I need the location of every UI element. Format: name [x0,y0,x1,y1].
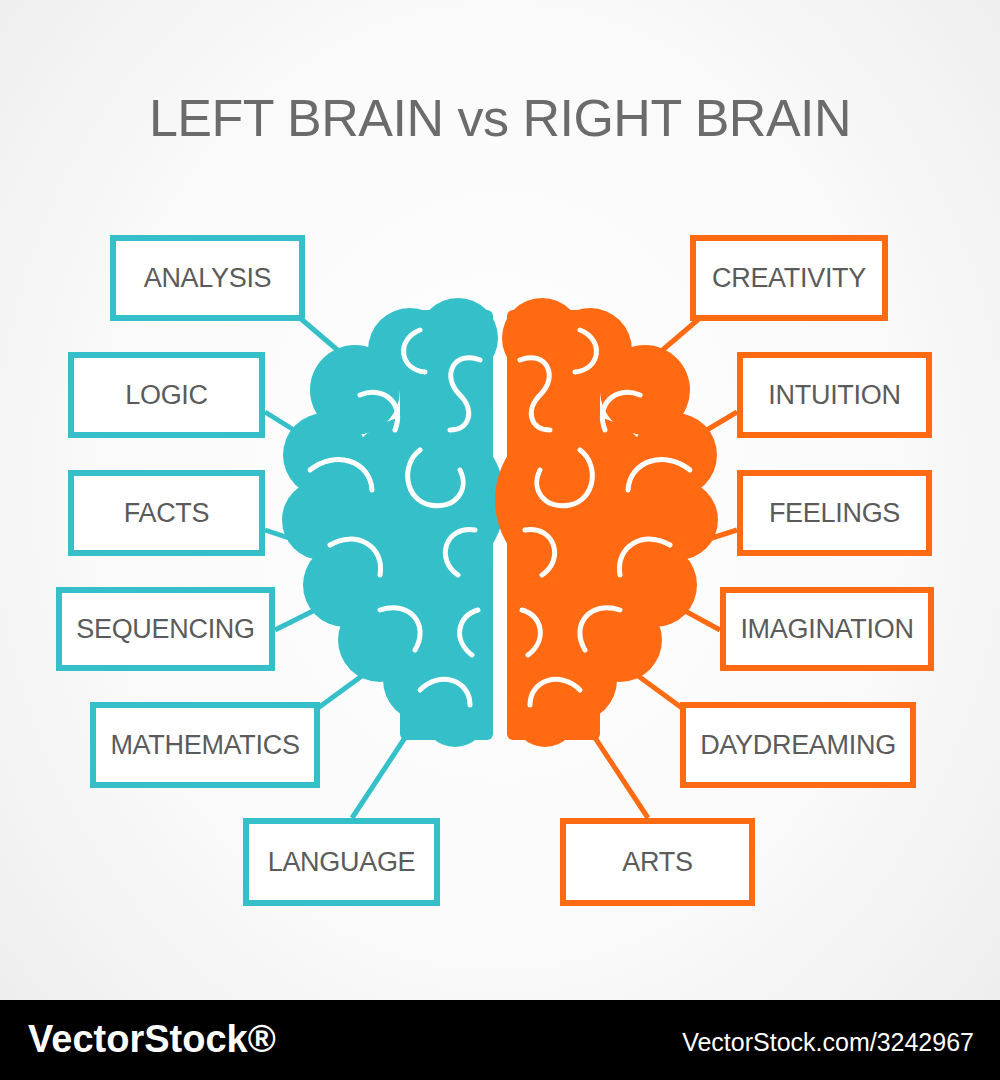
box-label: ANALYSIS [144,263,272,294]
label-box: FEELINGS [737,470,932,556]
label-box: SEQUENCING [56,587,275,671]
box-label: CREATIVITY [712,263,866,294]
label-box: ARTS [560,818,755,906]
title: LEFT BRAIN vs RIGHT BRAIN [0,88,1000,148]
box-label: IMAGINATION [740,614,913,645]
watermark-text: VectorStock.com/3242967 [682,1028,974,1057]
label-box: IMAGINATION [720,587,934,671]
right-hemisphere [495,298,718,747]
label-box: LANGUAGE [243,818,440,906]
label-box: ANALYSIS [110,235,305,321]
box-label: INTUITION [768,380,900,411]
label-box: CREATIVITY [690,235,888,321]
watermark-text: VectorStock® [28,1018,276,1061]
box-label: MATHEMATICS [110,730,299,761]
box-label: LOGIC [125,380,208,411]
label-box: INTUITION [737,352,932,438]
left-hemisphere [282,298,505,747]
watermark-band [0,1000,1000,1080]
box-label: FEELINGS [769,498,900,529]
box-label: ARTS [622,847,692,878]
box-label: FACTS [124,498,210,529]
label-box: FACTS [68,470,265,556]
box-label: SEQUENCING [76,614,255,645]
label-box: DAYDREAMING [680,702,916,788]
box-label: LANGUAGE [268,847,416,878]
label-box: LOGIC [68,352,265,438]
box-label: DAYDREAMING [700,730,896,761]
label-box: MATHEMATICS [90,702,320,788]
